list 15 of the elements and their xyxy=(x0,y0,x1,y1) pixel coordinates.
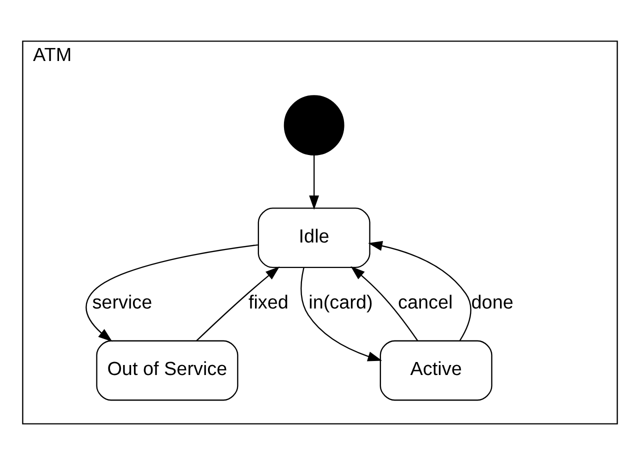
node-box: Out of Service xyxy=(96,340,238,400)
node-circle xyxy=(284,94,344,156)
edge-label: done xyxy=(471,292,514,314)
edge-label: cancel xyxy=(398,292,453,314)
arrow xyxy=(350,266,418,340)
edge-label: fixed xyxy=(248,292,288,314)
arrow xyxy=(368,240,472,340)
node-box: Active xyxy=(380,340,492,400)
arrow xyxy=(300,267,382,361)
node-box: Idle xyxy=(258,207,370,268)
arrow xyxy=(309,154,320,210)
arrow xyxy=(196,266,280,341)
edge-label: service xyxy=(92,292,152,314)
arrow xyxy=(86,244,258,342)
edge-label: in(card) xyxy=(308,292,373,314)
